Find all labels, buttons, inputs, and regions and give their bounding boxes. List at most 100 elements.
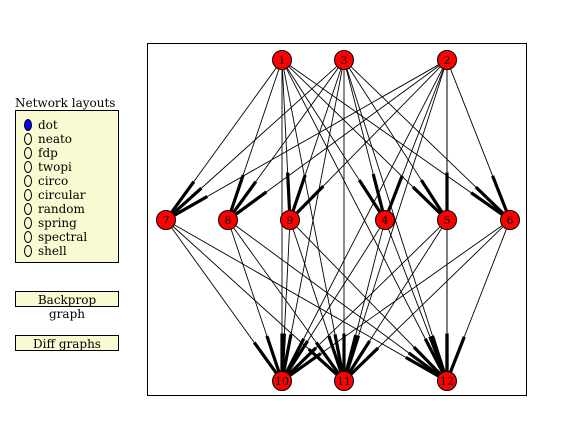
node-circle[interactable]: [375, 210, 395, 230]
radio-label: twopi: [38, 160, 72, 174]
edge-3-7: [171, 66, 338, 215]
edge-5-10: [287, 226, 441, 376]
node-circle[interactable]: [272, 371, 292, 391]
radio-circle-icon[interactable]: [24, 203, 32, 215]
backprop-graph-button[interactable]: Backprop graph: [15, 291, 119, 321]
node-circle[interactable]: [218, 210, 238, 230]
radio-circle-icon[interactable]: [24, 231, 32, 243]
edge-9-10: [280, 229, 290, 372]
node-6[interactable]: 6: [500, 210, 520, 230]
nodes: 1 3 2 7 8 9 4 5 6 10 11 12: [156, 50, 520, 391]
radio-option-spectral[interactable]: spectral: [24, 230, 87, 244]
network-graph: 1 3 2 7 8 9 4 5 6 10 11 12: [156, 50, 520, 391]
radio-circle-icon[interactable]: [24, 217, 32, 229]
edge-7-11: [172, 226, 339, 376]
edge-3-10: [282, 69, 343, 372]
radio-option-shell[interactable]: shell: [24, 244, 67, 258]
edge-2-8: [234, 65, 440, 216]
radio-circle-icon[interactable]: [24, 245, 32, 257]
layouts-panel-title: Network layouts: [15, 96, 116, 110]
node-label: 8: [225, 214, 232, 227]
radio-circle-icon[interactable]: [24, 175, 32, 187]
edge-4-11: [344, 229, 384, 373]
node-label: 5: [444, 214, 451, 227]
node-circle[interactable]: [334, 50, 354, 70]
edge-3-6: [350, 66, 505, 215]
node-label: 12: [440, 375, 454, 388]
radio-circle-icon[interactable]: [24, 161, 32, 173]
node-circle[interactable]: [272, 50, 292, 70]
radio-label: spring: [38, 216, 77, 230]
radio-circle-icon[interactable]: [24, 133, 32, 145]
node-3[interactable]: 3: [334, 50, 354, 70]
radio-label: shell: [38, 244, 67, 258]
radio-option-dot[interactable]: dot: [24, 118, 58, 132]
edge-1-6: [289, 65, 504, 216]
edge-6-10: [288, 225, 503, 377]
node-circle[interactable]: [437, 50, 457, 70]
radio-label: circular: [38, 188, 86, 202]
layout-radio-group: dot neato fdp twopi circo circular rando…: [15, 110, 119, 263]
radio-label: fdp: [38, 146, 58, 160]
edge-4-10: [285, 227, 381, 374]
radio-option-twopi[interactable]: twopi: [24, 160, 72, 174]
node-8[interactable]: 8: [218, 210, 238, 230]
diff-graphs-button[interactable]: Diff graphs: [15, 335, 119, 351]
network-graph-canvas: 1 3 2 7 8 9 4 5 6 10 11 12: [147, 43, 527, 396]
edge-1-12: [285, 68, 445, 374]
node-circle[interactable]: [500, 210, 520, 230]
edge-8-11: [233, 227, 340, 375]
node-label: 3: [341, 54, 348, 67]
radio-label: circo: [38, 174, 69, 188]
radio-label: spectral: [38, 230, 88, 244]
edge-4-12: [387, 228, 446, 373]
node-label: 2: [444, 54, 451, 67]
node-7[interactable]: 7: [156, 210, 176, 230]
node-1[interactable]: 1: [272, 50, 292, 70]
node-12[interactable]: 12: [437, 371, 457, 391]
edges: [170, 64, 509, 378]
edge-2-6: [450, 68, 509, 212]
node-circle[interactable]: [280, 210, 300, 230]
edge-9-11: [292, 228, 343, 373]
edge-6-11: [349, 226, 504, 376]
node-11[interactable]: 11: [334, 371, 354, 391]
edge-8-10: [230, 228, 281, 373]
radio-option-circo[interactable]: circo: [24, 174, 68, 188]
edge-1-8: [229, 68, 280, 212]
edge-3-4: [345, 69, 385, 212]
node-circle[interactable]: [437, 210, 457, 230]
edge-7-10: [171, 227, 278, 375]
node-label: 10: [275, 375, 289, 388]
node-10[interactable]: 10: [272, 371, 292, 391]
edge-3-8: [232, 67, 339, 214]
edge-1-9: [282, 69, 292, 211]
edge-1-11: [283, 69, 344, 372]
radio-option-neato[interactable]: neato: [24, 132, 72, 146]
node-circle[interactable]: [437, 371, 457, 391]
edge-5-11: [347, 227, 443, 374]
edge-3-9: [291, 68, 342, 212]
radio-label: dot: [38, 118, 58, 132]
node-2[interactable]: 2: [437, 50, 457, 70]
edge-8-12: [235, 225, 441, 377]
node-circle[interactable]: [156, 210, 176, 230]
radio-option-spring[interactable]: spring: [24, 216, 77, 230]
edge-7-12: [174, 224, 440, 378]
radio-circle-icon[interactable]: [24, 189, 32, 201]
node-circle[interactable]: [334, 371, 354, 391]
node-4[interactable]: 4: [375, 210, 395, 230]
edge-1-7: [170, 67, 277, 214]
radio-label: neato: [38, 132, 73, 146]
radio-circle-icon[interactable]: [24, 147, 32, 159]
node-label: 1: [279, 54, 286, 67]
node-9[interactable]: 9: [280, 210, 300, 230]
edge-9-12: [296, 226, 442, 376]
radio-option-fdp[interactable]: fdp: [24, 146, 58, 160]
radio-option-circular[interactable]: circular: [24, 188, 85, 202]
radio-circle-icon[interactable]: [24, 119, 32, 131]
node-label: 11: [337, 375, 351, 388]
edge-3-5: [348, 67, 444, 213]
node-5[interactable]: 5: [437, 210, 457, 230]
radio-option-random[interactable]: random: [24, 202, 85, 216]
